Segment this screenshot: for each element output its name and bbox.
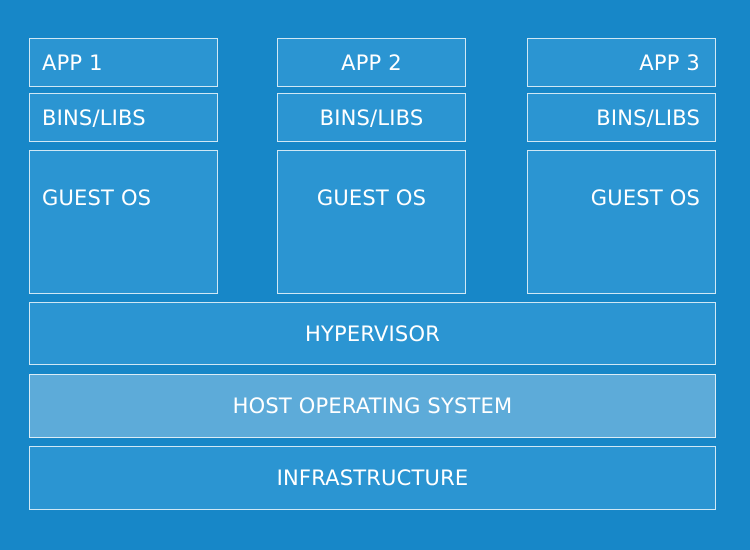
host-os-layer: HOST OPERATING SYSTEM	[29, 374, 716, 438]
app-1-box: APP 1	[29, 38, 218, 87]
app-2-box: APP 2	[277, 38, 466, 87]
guest-os-1-label: GUEST OS	[42, 186, 152, 210]
app-1-label: APP 1	[42, 50, 103, 75]
app-3-box: APP 3	[527, 38, 716, 87]
guest-os-1-box: GUEST OS	[29, 150, 218, 294]
infrastructure-layer: INFRASTRUCTURE	[29, 446, 716, 510]
guest-os-2-label: GUEST OS	[316, 186, 427, 210]
infrastructure-label: INFRASTRUCTURE	[276, 466, 469, 490]
guest-os-2-box: GUEST OS	[277, 150, 466, 294]
hypervisor-layer: HYPERVISOR	[29, 302, 716, 365]
host-os-label: HOST OPERATING SYSTEM	[232, 394, 513, 418]
guest-os-3-label: GUEST OS	[590, 186, 700, 210]
bins-libs-3-label: BINS/LIBS	[596, 105, 700, 130]
bins-libs-2-label: BINS/LIBS	[319, 105, 424, 130]
guest-os-3-box: GUEST OS	[527, 150, 716, 294]
app-2-label: APP 2	[341, 50, 402, 75]
app-3-label: APP 3	[639, 50, 700, 75]
bins-libs-2-box: BINS/LIBS	[277, 93, 466, 142]
bins-libs-3-box: BINS/LIBS	[527, 93, 716, 142]
bins-libs-1-label: BINS/LIBS	[42, 105, 146, 130]
hypervisor-label: HYPERVISOR	[304, 321, 440, 346]
bins-libs-1-box: BINS/LIBS	[29, 93, 218, 142]
